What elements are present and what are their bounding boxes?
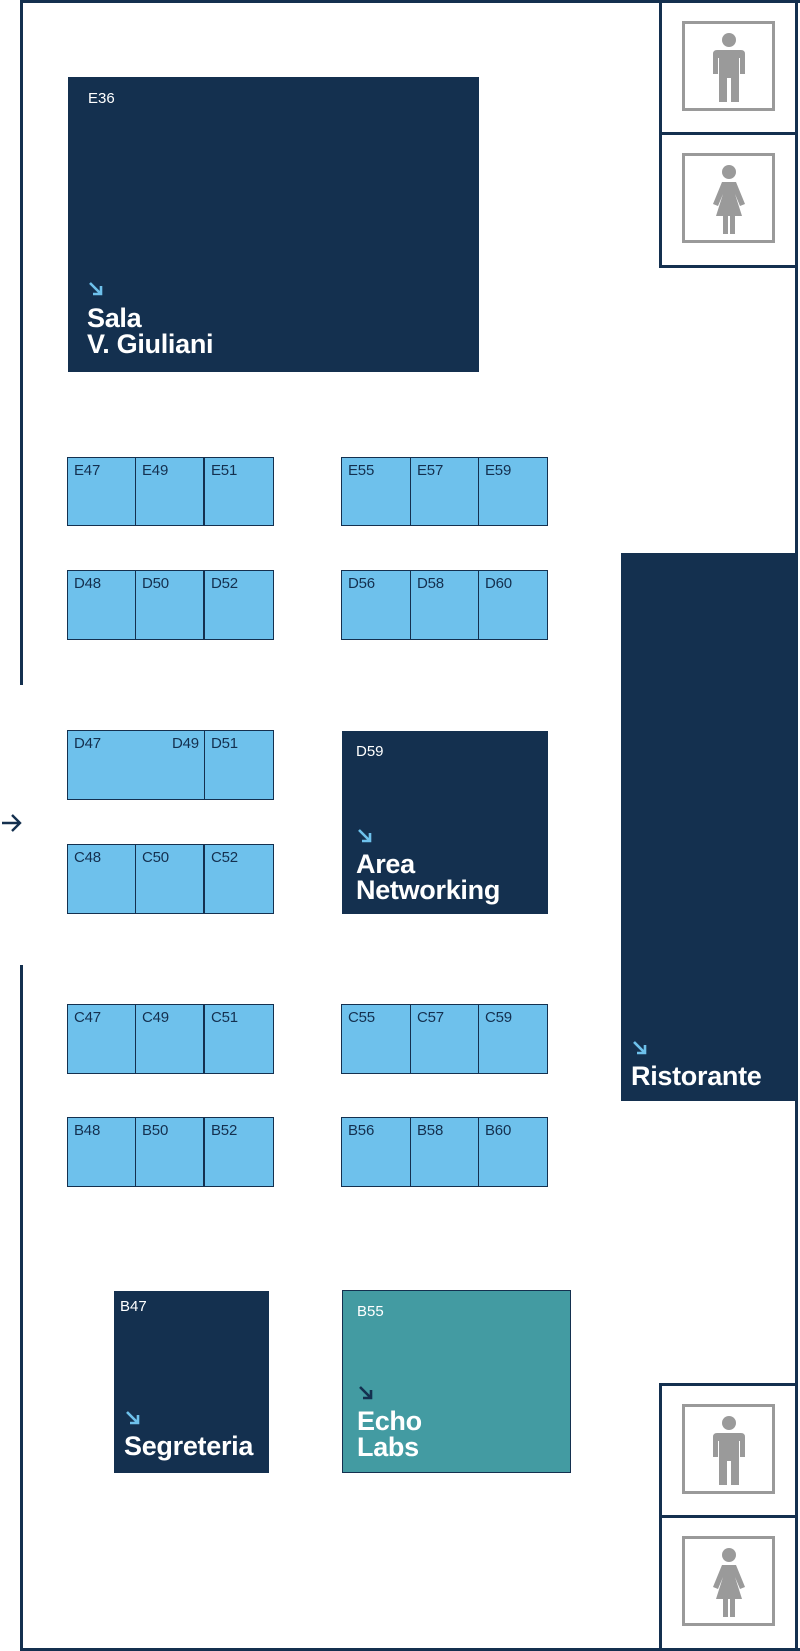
booth-d47-d49[interactable]: D47 D49 [67, 730, 205, 800]
booth-b52[interactable]: B52 [204, 1117, 274, 1187]
restroom-frame [682, 1404, 775, 1494]
booth-d52[interactable]: D52 [204, 570, 274, 640]
sala-title-line2: V. Giuliani [87, 329, 214, 359]
ristorante-area[interactable]: Ristorante [621, 553, 798, 1101]
booth-label: D58 [417, 575, 444, 592]
restroom-frame [682, 153, 775, 243]
booth-d48[interactable]: D48 [67, 570, 136, 640]
booth-label: C47 [74, 1009, 101, 1026]
booth-label: E55 [348, 462, 375, 479]
echo-labs-title-line1: Echo [357, 1406, 422, 1436]
booth-e51[interactable]: E51 [204, 457, 274, 526]
booth-e55[interactable]: E55 [341, 457, 411, 526]
restroom-men-icon [713, 33, 745, 102]
booth-e59[interactable]: E59 [478, 457, 548, 526]
booth-d60[interactable]: D60 [478, 570, 548, 640]
ristorante-title: Ristorante [631, 1061, 762, 1091]
restroom-women-icon [713, 165, 745, 234]
booth-label: D60 [485, 575, 512, 592]
booth-label: E47 [74, 462, 101, 479]
booth-label: E49 [142, 462, 169, 479]
networking-title-line1: Area [356, 849, 415, 879]
left-wall-upper [20, 0, 23, 685]
restroom-women-bottom[interactable] [659, 1515, 798, 1651]
booth-label: B50 [142, 1122, 169, 1139]
restroom-frame [682, 1536, 775, 1626]
sala-title-line1: Sala [87, 303, 142, 333]
booth-d51[interactable]: D51 [204, 730, 274, 800]
booth-label: C49 [142, 1009, 169, 1026]
restroom-men-top[interactable] [659, 0, 798, 135]
booth-label: D51 [211, 735, 238, 752]
echo-labs-title-line2: Labs [357, 1432, 419, 1462]
top-wall [20, 0, 800, 3]
booth-label: D49 [172, 735, 199, 752]
segreteria-title: Segreteria [124, 1431, 254, 1461]
booth-b56[interactable]: B56 [341, 1117, 411, 1187]
networking-code: D59 [356, 743, 384, 760]
booth-label: B60 [485, 1122, 512, 1139]
booth-b58[interactable]: B58 [410, 1117, 479, 1187]
bottom-wall [20, 1648, 800, 1651]
booth-label: B48 [74, 1122, 101, 1139]
booth-label: B56 [348, 1122, 375, 1139]
restroom-frame [682, 21, 775, 111]
booth-c51[interactable]: C51 [204, 1004, 274, 1074]
booth-e47[interactable]: E47 [67, 457, 136, 526]
echo-labs-code: B55 [357, 1303, 384, 1320]
arrow-down-right-icon [633, 1041, 647, 1055]
arrow-right-icon [2, 814, 22, 832]
booth-label: C51 [211, 1009, 238, 1026]
booth-c50[interactable]: C50 [135, 844, 204, 914]
booth-label: C57 [417, 1009, 444, 1026]
booth-label: D52 [211, 575, 238, 592]
booth-b50[interactable]: B50 [135, 1117, 204, 1187]
booth-label: E59 [485, 462, 512, 479]
segreteria-code: B47 [120, 1298, 147, 1315]
booth-e49[interactable]: E49 [135, 457, 204, 526]
booth-label: C59 [485, 1009, 512, 1026]
left-wall-lower [20, 965, 23, 1651]
booth-d50[interactable]: D50 [135, 570, 204, 640]
booth-label: D48 [74, 575, 101, 592]
booth-c52[interactable]: C52 [204, 844, 274, 914]
booth-d58[interactable]: D58 [410, 570, 479, 640]
arrow-down-right-icon [359, 1386, 373, 1400]
arrow-down-right-icon [89, 282, 103, 296]
restroom-men-bottom[interactable] [659, 1383, 798, 1518]
echo-labs-area[interactable]: B55 Echo Labs [342, 1290, 571, 1473]
booth-e57[interactable]: E57 [410, 457, 479, 526]
booth-c55[interactable]: C55 [341, 1004, 411, 1074]
booth-d56[interactable]: D56 [341, 570, 411, 640]
arrow-down-right-icon [126, 1411, 140, 1425]
booth-c49[interactable]: C49 [135, 1004, 204, 1074]
sala-v-giuliani-area[interactable]: E36 Sala V. Giuliani [68, 77, 479, 372]
booth-label: D56 [348, 575, 375, 592]
restroom-women-icon [713, 1548, 745, 1617]
segreteria-area[interactable]: B47 Segreteria [114, 1291, 269, 1473]
booth-c57[interactable]: C57 [410, 1004, 479, 1074]
area-networking[interactable]: D59 Area Networking [342, 731, 548, 914]
restroom-men-icon [713, 1416, 745, 1485]
booth-label: E51 [211, 462, 238, 479]
booth-label: E57 [417, 462, 444, 479]
booth-label: B58 [417, 1122, 444, 1139]
booth-c48[interactable]: C48 [67, 844, 136, 914]
booth-label: C52 [211, 849, 238, 866]
booth-label: B52 [211, 1122, 238, 1139]
booth-b48[interactable]: B48 [67, 1117, 136, 1187]
booth-c59[interactable]: C59 [478, 1004, 548, 1074]
arrow-down-right-icon [358, 829, 372, 843]
networking-title-line2: Networking [356, 875, 501, 905]
booth-b60[interactable]: B60 [478, 1117, 548, 1187]
booth-label: D47 [74, 735, 101, 752]
restroom-women-top[interactable] [659, 132, 798, 268]
booth-c47[interactable]: C47 [67, 1004, 136, 1074]
booth-label: C50 [142, 849, 169, 866]
booth-label: D50 [142, 575, 169, 592]
sala-code: E36 [88, 90, 115, 107]
booth-label: C55 [348, 1009, 375, 1026]
booth-label: C48 [74, 849, 101, 866]
